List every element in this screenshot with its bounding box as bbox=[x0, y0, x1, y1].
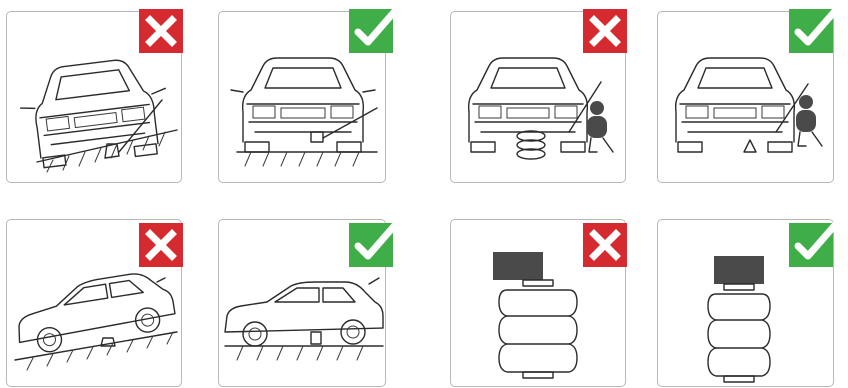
correct-badge bbox=[789, 223, 833, 267]
load-block bbox=[714, 256, 764, 284]
card-front-level-right bbox=[218, 11, 386, 183]
card-side-slope-wrong bbox=[6, 219, 182, 387]
cross-icon bbox=[139, 9, 183, 53]
card-stand-jack-right bbox=[657, 11, 834, 183]
cross-icon bbox=[583, 9, 627, 53]
wrong-badge bbox=[139, 9, 183, 53]
card-airbag-centered-right bbox=[657, 219, 834, 387]
correct-badge bbox=[789, 9, 833, 53]
check-icon bbox=[789, 9, 833, 53]
correct-badge bbox=[349, 223, 393, 267]
correct-badge bbox=[349, 9, 393, 53]
wrong-badge bbox=[583, 9, 627, 53]
card-stacked-jack-wrong bbox=[450, 11, 626, 183]
card-front-slope-wrong bbox=[6, 11, 182, 183]
check-icon bbox=[349, 223, 393, 267]
cross-icon bbox=[583, 223, 627, 267]
load-block bbox=[493, 252, 543, 280]
card-side-level-right bbox=[218, 219, 386, 387]
card-airbag-offset-wrong bbox=[450, 219, 626, 387]
wrong-badge bbox=[583, 223, 627, 267]
cross-icon bbox=[139, 223, 183, 267]
wrong-badge bbox=[139, 223, 183, 267]
check-icon bbox=[349, 9, 393, 53]
check-icon bbox=[789, 223, 833, 267]
